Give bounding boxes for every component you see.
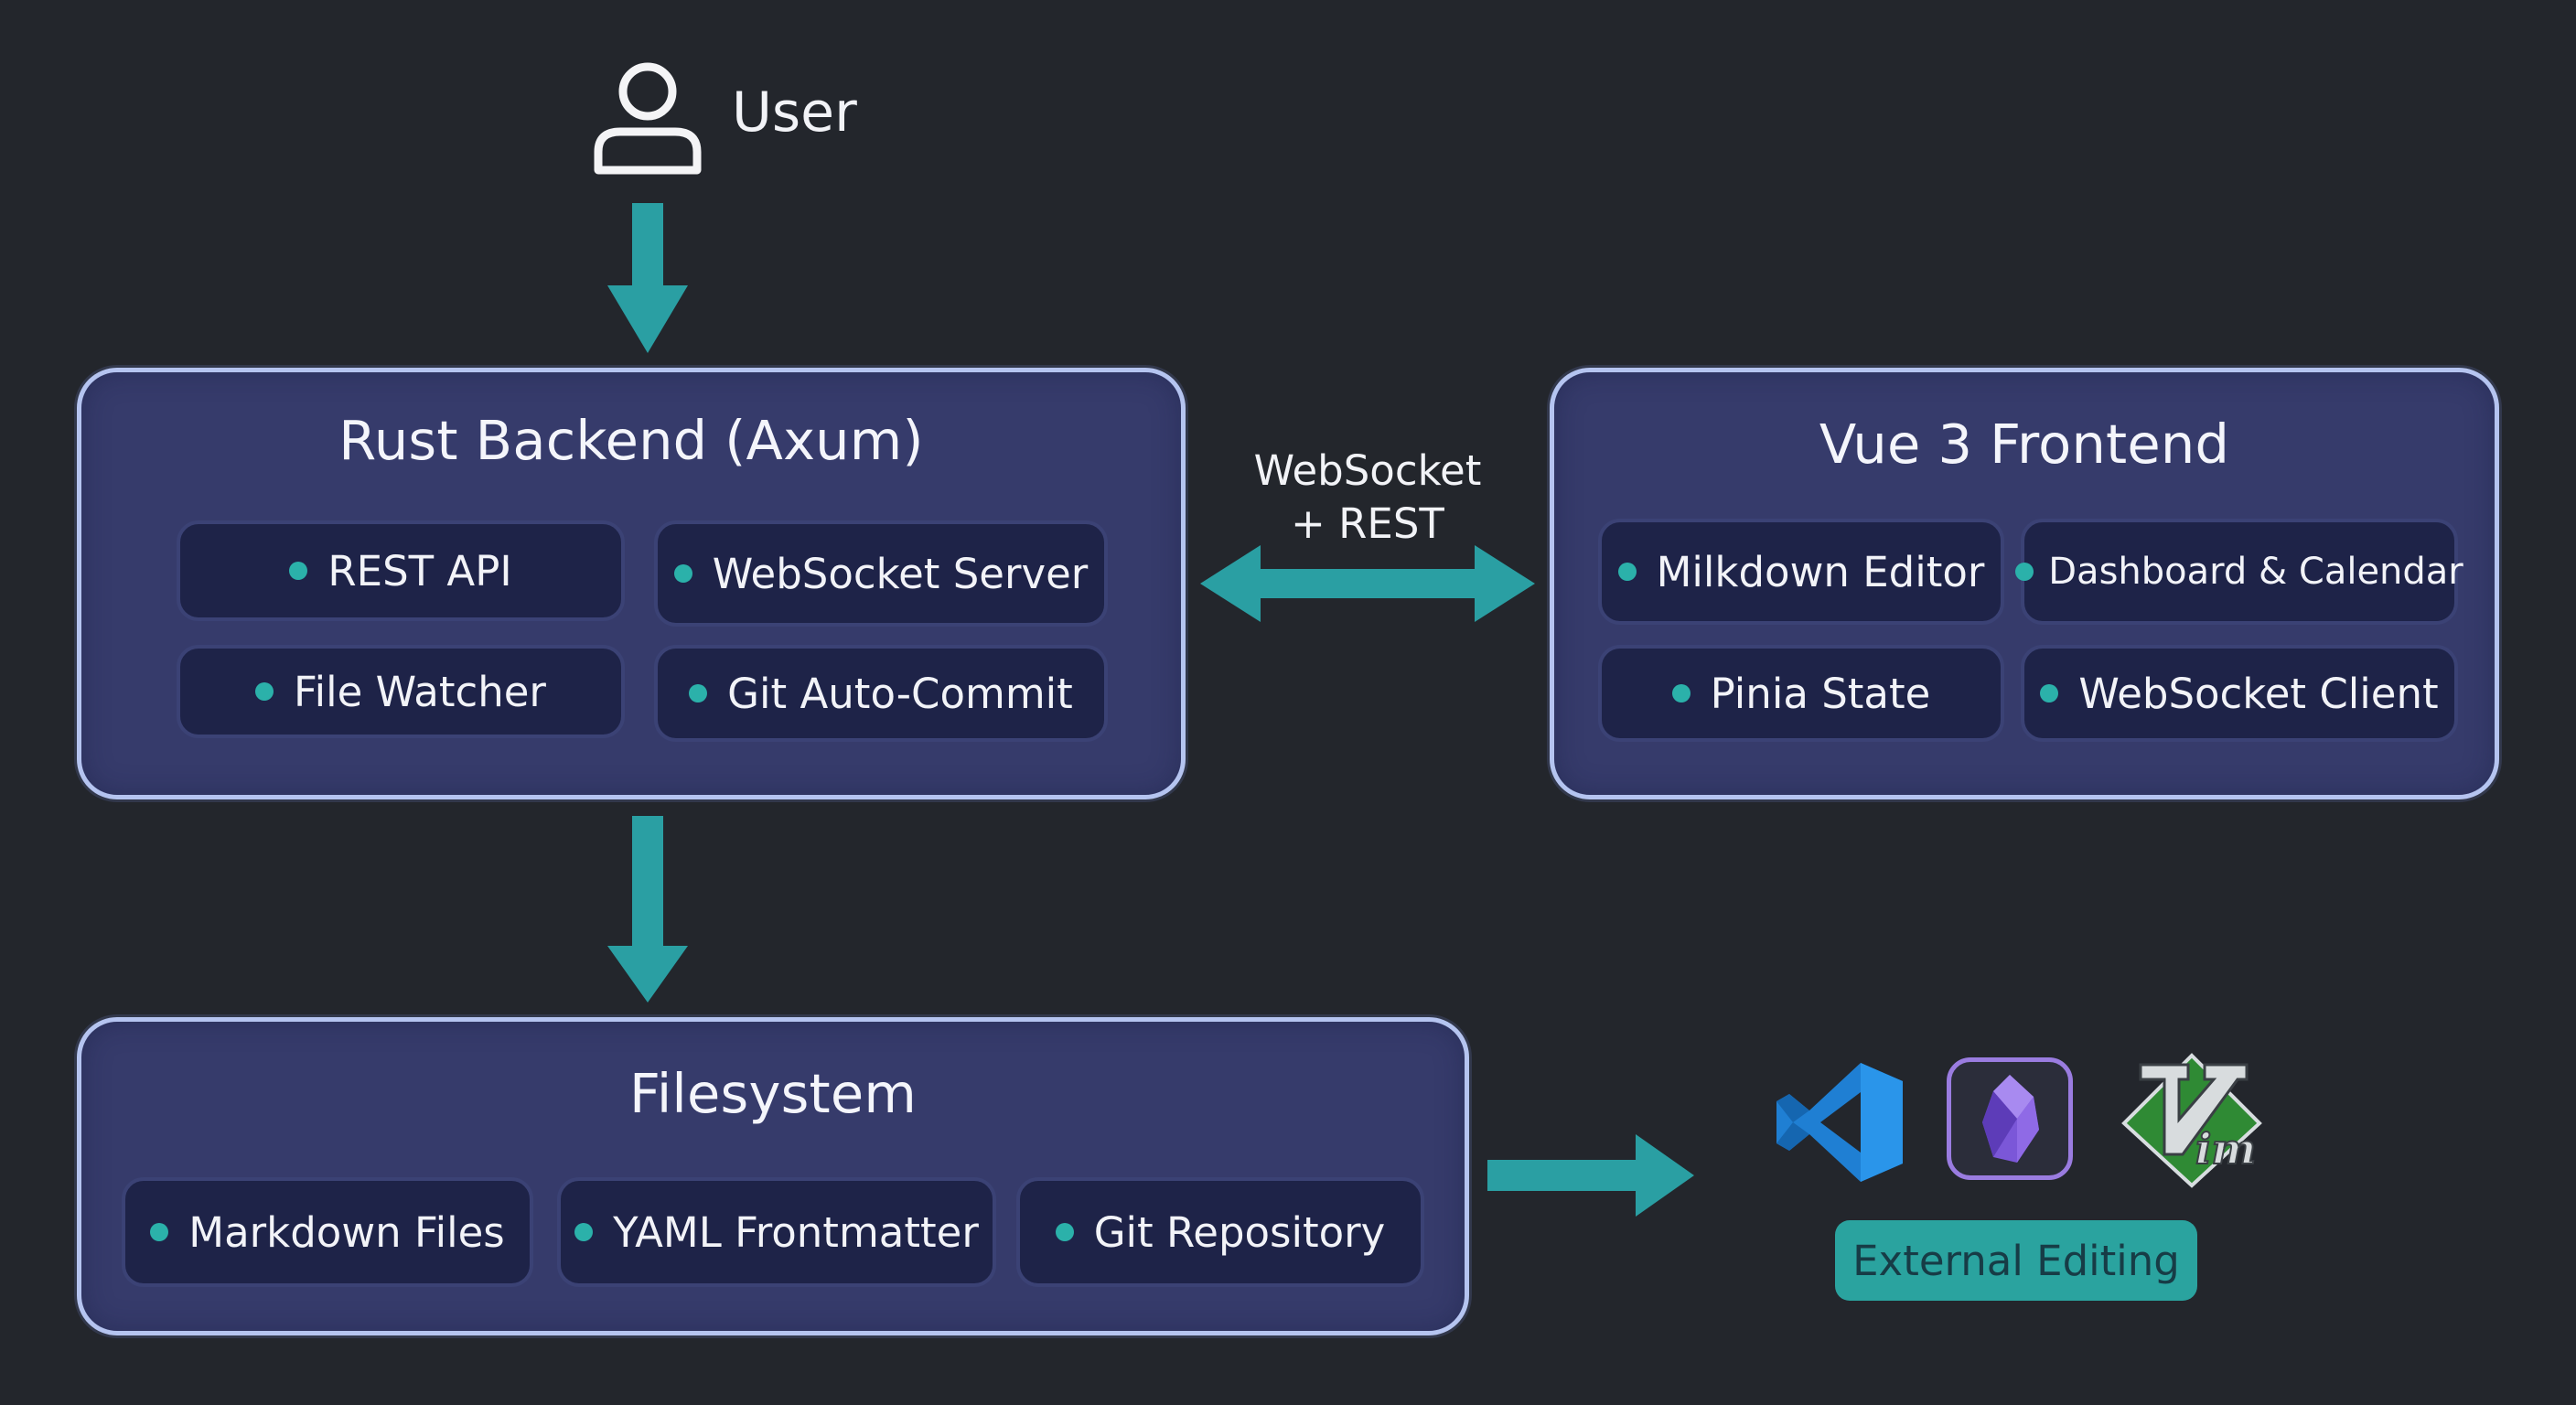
backend-panel: Rust Backend (Axum) REST API WebSocket S… — [77, 368, 1186, 799]
backend-title: Rust Backend (Axum) — [338, 409, 924, 472]
chip-git-auto-commit: Git Auto-Commit — [654, 645, 1108, 742]
arrow-user-to-backend — [607, 203, 688, 353]
filesystem-panel: Filesystem Markdown Files YAML Frontmatt… — [77, 1017, 1469, 1335]
bullet-dot — [574, 1223, 594, 1241]
chip-pinia-state: Pinia State — [1598, 645, 2004, 742]
chip-label: File Watcher — [294, 667, 546, 716]
bullet-dot — [255, 682, 274, 701]
bullet-dot — [1055, 1223, 1074, 1241]
chip-label: YAML Frontmatter — [613, 1207, 979, 1257]
bullet-dot — [150, 1223, 169, 1241]
frontend-panel: Vue 3 Frontend Milkdown Editor Dashboard… — [1550, 368, 2499, 799]
bullet-dot — [1671, 684, 1690, 702]
filesystem-title: Filesystem — [628, 1062, 918, 1125]
bullet-dot — [673, 564, 692, 583]
chip-rest-api: REST API — [177, 520, 625, 621]
chip-file-watcher: File Watcher — [177, 645, 625, 738]
user-label: User — [732, 80, 857, 145]
obsidian-icon — [1947, 1057, 2073, 1180]
chip-label: Milkdown Editor — [1656, 547, 1985, 596]
chip-label: Git Auto-Commit — [727, 669, 1073, 718]
chip-label: Pinia State — [1710, 669, 1931, 718]
chip-yaml-frontmatter: YAML Frontmatter — [557, 1177, 996, 1287]
user-node: User — [585, 48, 878, 185]
svg-text:im: im — [2195, 1124, 2256, 1174]
chip-git-repository: Git Repository — [1016, 1177, 1424, 1287]
vscode-icon — [1776, 1063, 1903, 1182]
connection-label-line2: + REST — [1291, 499, 1444, 548]
chip-milkdown-editor: Milkdown Editor — [1598, 519, 2004, 625]
bullet-dot — [2015, 563, 2034, 581]
bullet-dot — [2040, 684, 2059, 702]
user-icon — [594, 62, 702, 175]
bullet-dot — [689, 684, 708, 702]
external-editing-label: External Editing — [1852, 1236, 2180, 1285]
chip-label: Git Repository — [1093, 1207, 1386, 1257]
chip-websocket-client: WebSocket Client — [2021, 645, 2458, 742]
chip-websocket-server: WebSocket Server — [654, 520, 1108, 627]
bullet-dot — [289, 562, 308, 580]
chip-markdown-files: Markdown Files — [122, 1177, 533, 1287]
chip-label: REST API — [327, 546, 512, 595]
external-editing-badge: External Editing — [1835, 1220, 2197, 1301]
connection-label: WebSocket + REST — [1226, 445, 1509, 551]
chip-label: Dashboard & Calendar — [2048, 551, 2463, 593]
connection-label-line1: WebSocket — [1253, 446, 1482, 495]
frontend-title: Vue 3 Frontend — [1819, 413, 2230, 476]
chip-dashboard-calendar: Dashboard & Calendar — [2015, 519, 2463, 625]
chip-label: WebSocket Client — [2078, 669, 2439, 718]
chip-label: Markdown Files — [188, 1207, 505, 1257]
bullet-dot — [1617, 563, 1637, 581]
arrow-filesystem-to-external — [1487, 1134, 1694, 1217]
chip-label: WebSocket Server — [712, 549, 1089, 598]
vim-icon: im — [2121, 1053, 2262, 1188]
arrow-backend-frontend — [1200, 545, 1535, 622]
arrow-backend-to-filesystem — [607, 816, 688, 1003]
